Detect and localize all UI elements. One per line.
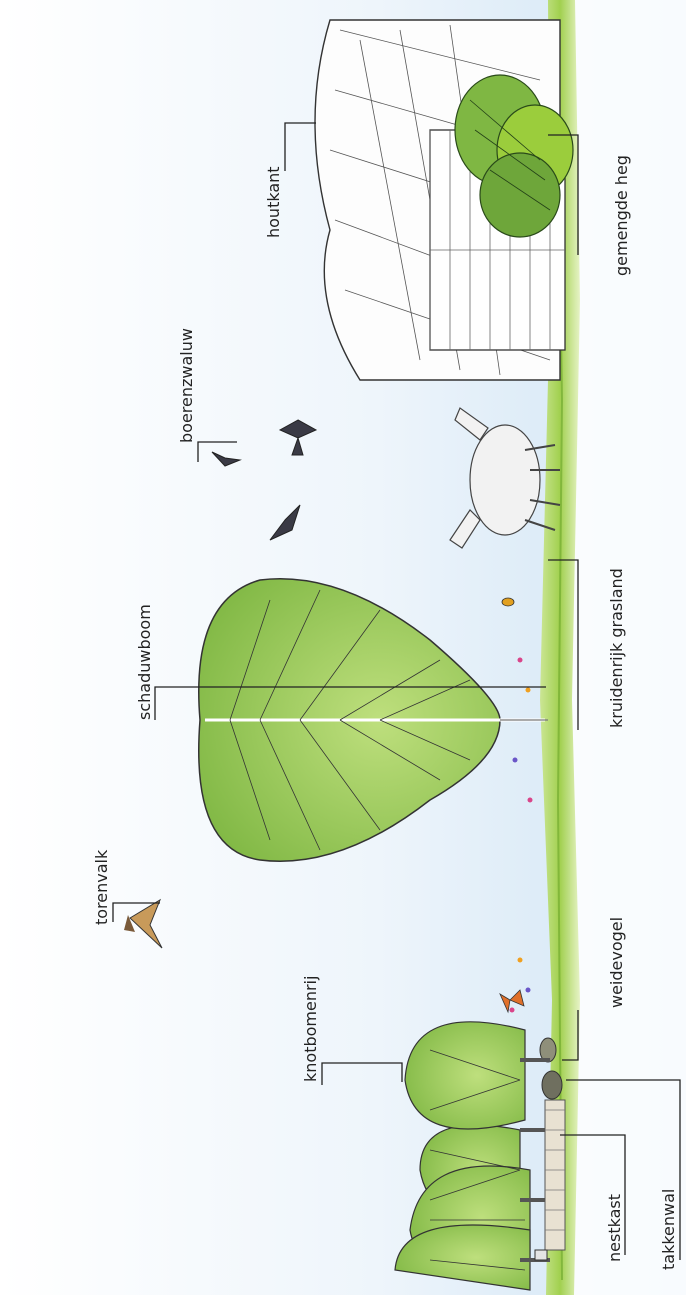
bee-icon: [502, 598, 514, 606]
label-torenvalk: torenvalk: [92, 849, 111, 925]
label-takkenwal: takkenwal: [659, 1189, 678, 1270]
label-kruidenrijk-grasland: kruidenrijk grasland: [607, 568, 626, 728]
nestbox-icon: [535, 1250, 547, 1260]
label-nestkast: nestkast: [605, 1194, 624, 1262]
label-houtkant: houtkant: [264, 166, 283, 238]
label-gemengde-heg: gemengde heg: [612, 155, 631, 276]
label-boerenzwaluw: boerenzwaluw: [177, 328, 196, 443]
label-knotbomenrij: knotbomenrij: [301, 976, 320, 1082]
label-weidevogel: weidevogel: [607, 917, 626, 1008]
brushwood-hedge: [545, 1100, 565, 1250]
label-schaduwboom: schaduwboom: [135, 604, 154, 720]
